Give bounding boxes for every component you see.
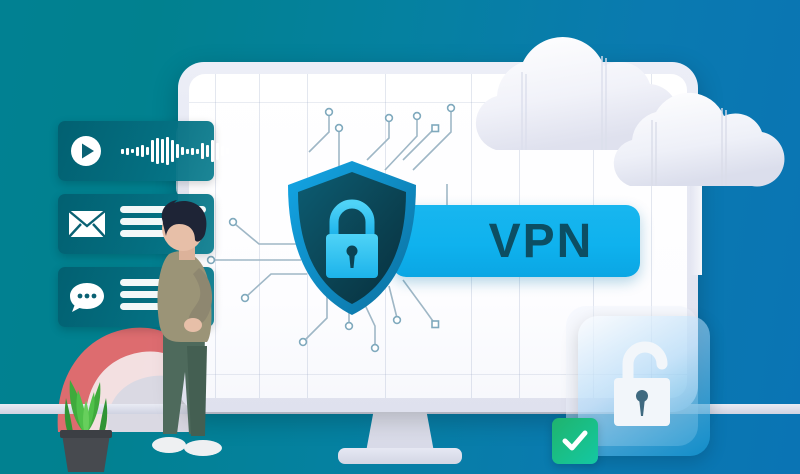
audio-waveform (121, 134, 229, 168)
waveform-bar (141, 145, 144, 157)
vpn-badge[interactable]: VPN (392, 205, 640, 277)
cloud-large-icon (475, 37, 681, 151)
play-icon (71, 136, 101, 166)
waveform-bar (151, 140, 154, 162)
notification-card-audio[interactable] (58, 121, 229, 181)
waveform-bar (196, 148, 199, 154)
chat-bubble-icon (70, 283, 104, 312)
waveform-bar (171, 140, 174, 162)
unlocked-padlock-card[interactable] (578, 316, 710, 456)
cloud-stem (690, 165, 702, 275)
waveform-bar (191, 147, 194, 155)
waveform-bar (136, 146, 139, 156)
waveform-bar (156, 138, 159, 164)
waveform-bar (226, 148, 229, 154)
verified-check-badge[interactable] (552, 418, 598, 464)
waveform-bar (146, 147, 149, 155)
waveform-bar (161, 139, 164, 163)
waveform-bar (216, 142, 219, 160)
potted-plant (60, 380, 112, 472)
waveform-bar (211, 140, 214, 162)
envelope-icon (68, 210, 106, 238)
padlock-open-icon (614, 341, 670, 426)
mail-text-lines (120, 206, 206, 242)
monitor-stand-neck (366, 408, 434, 452)
waveform-bar (201, 143, 204, 159)
waveform-bar (181, 147, 184, 155)
waveform-bar (176, 144, 179, 158)
waveform-bar (221, 146, 224, 156)
waveform-bar (126, 147, 129, 155)
standing-person (152, 200, 222, 456)
vpn-label: VPN (488, 214, 594, 268)
waveform-bar (186, 148, 189, 154)
check-icon (562, 430, 588, 451)
waveform-bar (121, 148, 124, 154)
waveform-bar (131, 149, 134, 153)
waveform-bar (206, 145, 209, 157)
monitor-stand-base (338, 448, 462, 464)
waveform-bar (166, 137, 169, 165)
security-shield-icon (288, 161, 416, 315)
cloud-small-icon (613, 92, 785, 187)
